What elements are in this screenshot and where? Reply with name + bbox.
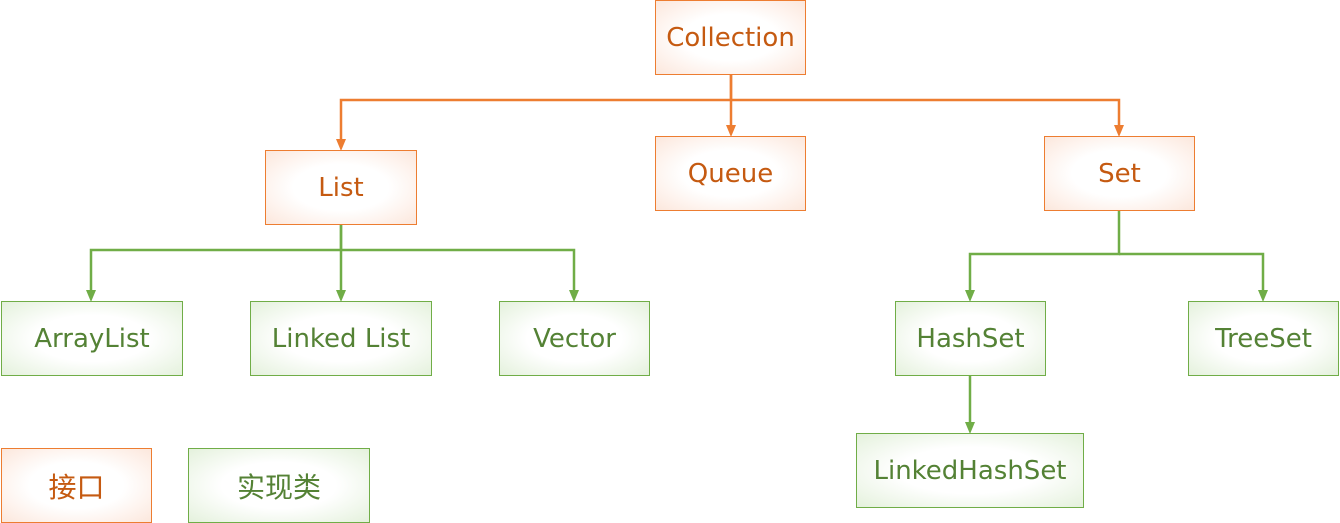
- node-arraylist-label: ArrayList: [34, 323, 150, 354]
- node-collection-label: Collection: [666, 22, 795, 53]
- node-arraylist: ArrayList: [1, 301, 183, 376]
- node-hashset: HashSet: [895, 301, 1046, 376]
- node-list: List: [265, 150, 417, 225]
- node-linkedlist: Linked List: [250, 301, 432, 376]
- edge-set-to-treeset: [1119, 252, 1268, 302]
- node-hashset-label: HashSet: [916, 323, 1025, 354]
- node-queue: Queue: [655, 136, 806, 211]
- edge-collection-to-set: [731, 98, 1124, 137]
- node-set-label: Set: [1098, 158, 1141, 189]
- list-connectors: [86, 225, 579, 302]
- legend-implementation-label: 实现类: [236, 470, 321, 504]
- edge-set-to-hashset: [965, 211, 1121, 302]
- node-linkedhashset-label: LinkedHashSet: [873, 455, 1067, 486]
- edge-list-to-arraylist: [86, 225, 343, 302]
- node-vector-label: Vector: [533, 323, 616, 354]
- node-treeset: TreeSet: [1188, 301, 1339, 376]
- legend-interface: 接口: [1, 448, 152, 523]
- node-set: Set: [1044, 136, 1195, 211]
- node-queue-label: Queue: [687, 158, 774, 189]
- edge-list-to-vector: [341, 248, 579, 302]
- legend-interface-label: 接口: [48, 470, 105, 504]
- node-list-label: List: [318, 172, 364, 203]
- edge-collection-to-list: [336, 75, 733, 151]
- node-linkedlist-label: Linked List: [271, 323, 411, 354]
- set-connectors: [965, 211, 1268, 302]
- node-linkedhashset: LinkedHashSet: [856, 433, 1084, 508]
- node-collection: Collection: [655, 0, 806, 75]
- collection-connectors: [336, 75, 1124, 151]
- legend-implementation: 实现类: [188, 448, 370, 523]
- node-treeset-label: TreeSet: [1215, 323, 1312, 354]
- node-vector: Vector: [499, 301, 650, 376]
